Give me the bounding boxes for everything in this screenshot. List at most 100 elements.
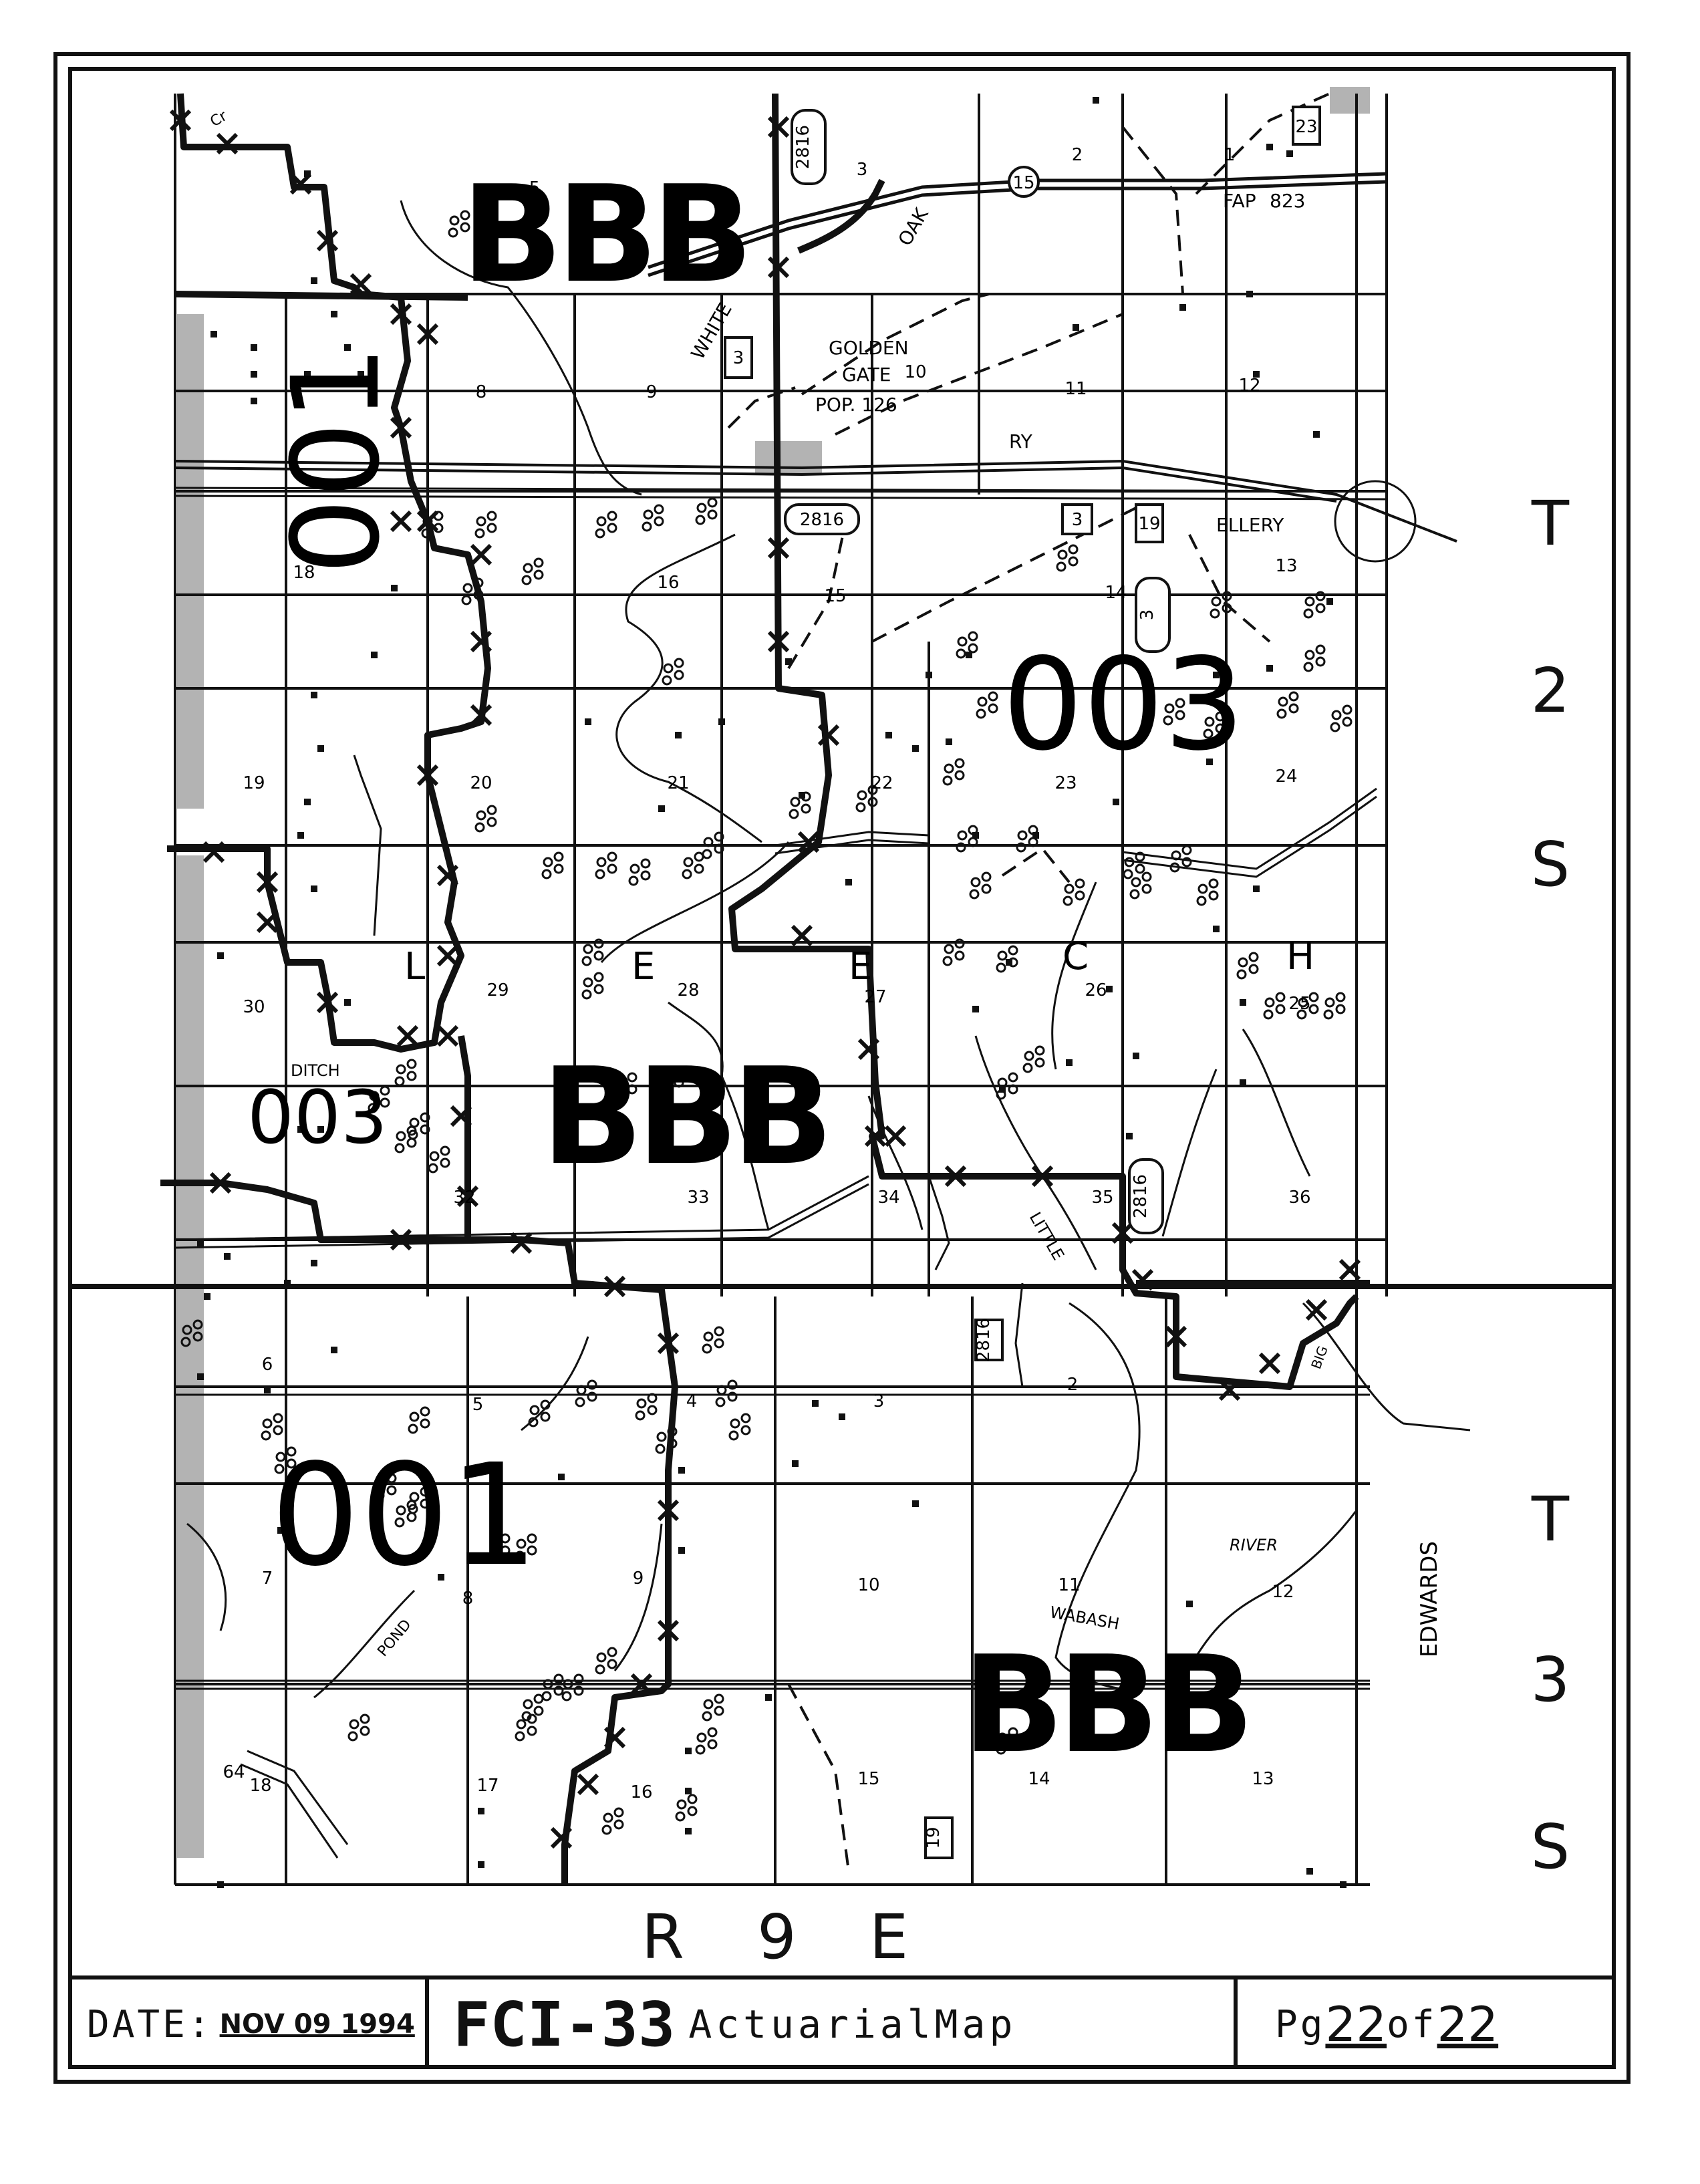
section-number-t3s: 18: [249, 1776, 271, 1796]
building-marker: [966, 652, 972, 658]
building-marker: [1133, 1053, 1139, 1059]
farmstead-marker: [957, 830, 968, 841]
farmstead-marker: [715, 1397, 726, 1407]
farmstead-marker: [429, 1151, 440, 1162]
building-marker: [251, 371, 257, 378]
boundary-x-mark: [390, 303, 412, 325]
farmstead-marker: [275, 1452, 286, 1462]
farmstead-marker: [647, 1393, 658, 1403]
section-number-t3s: 5: [472, 1395, 484, 1415]
farmstead-marker: [1064, 883, 1075, 894]
farmstead-marker: [662, 675, 672, 686]
building-marker: [926, 672, 932, 678]
boundary-x-mark: [767, 256, 790, 279]
farmstead-marker: [663, 1071, 674, 1081]
farmstead-marker: [1197, 883, 1208, 894]
farmstead-marker: [543, 1679, 553, 1689]
creek-label: Cr: [208, 108, 231, 130]
building-marker: [1213, 672, 1220, 678]
farmstead-marker: [396, 1131, 406, 1141]
farmstead-marker: [954, 758, 965, 769]
building-marker: [1186, 1601, 1193, 1607]
range-label: R 9 E: [642, 1901, 936, 1973]
section-number-t2s: 19: [243, 773, 265, 793]
farmstead-marker: [954, 938, 965, 949]
farmstead-marker: [674, 1065, 684, 1076]
farmstead-marker: [683, 857, 694, 867]
farmstead-marker: [448, 227, 458, 238]
farmstead-marker: [192, 1319, 203, 1330]
farmstead-marker: [1304, 596, 1315, 607]
building-marker: [1326, 598, 1333, 605]
building-marker: [391, 585, 398, 591]
farmstead-marker: [1131, 877, 1141, 888]
farmstead-marker: [587, 1379, 597, 1390]
building-marker: [839, 1413, 845, 1420]
stipple-edges: [177, 87, 1370, 1858]
farmstead-marker: [1181, 857, 1192, 867]
farmstead-marker: [1315, 591, 1326, 601]
boundary-x-mark: [767, 116, 790, 138]
section-number-t2s: 18: [293, 563, 315, 583]
building-marker: [1306, 1868, 1313, 1875]
farmstead-marker: [553, 1673, 564, 1684]
highway-15: [648, 172, 1387, 277]
farmstead-marker: [406, 1125, 417, 1136]
farmstead-marker: [1215, 711, 1226, 722]
farmstead-marker: [1215, 723, 1226, 734]
farmstead-marker: [374, 1490, 385, 1501]
farmstead-marker: [997, 1732, 1008, 1743]
farmstead-marker: [593, 950, 604, 961]
farmstead-marker: [707, 497, 718, 508]
farmstead-marker: [449, 215, 460, 226]
boundary-x-mark: [884, 1125, 907, 1147]
route-2816-north-label: 2816: [793, 125, 813, 169]
farmstead-marker: [1075, 878, 1085, 889]
farmstead-marker: [702, 1343, 712, 1354]
farmstead-marker: [1278, 696, 1288, 707]
township-t2s-2: 2: [1530, 655, 1570, 726]
farmstead-marker: [440, 1145, 450, 1156]
zone-codes: BBB BBB BBB 003 003 001 001: [247, 157, 1254, 1783]
building-marker: [1240, 999, 1246, 1006]
farmstead-marker: [1056, 561, 1067, 572]
farmstead-marker: [583, 977, 593, 988]
farmstead-marker: [675, 1811, 686, 1822]
farmstead-marker: [607, 1659, 617, 1669]
farmstead-marker: [647, 1405, 658, 1415]
farmstead-marker: [682, 869, 692, 879]
section-number-t2s: 14: [1105, 583, 1127, 603]
dashed-roads: [727, 92, 1330, 1872]
letter-e-1: E: [631, 945, 655, 988]
boundary-x-mark: [390, 416, 412, 439]
building-marker: [678, 1467, 685, 1474]
farmstead-marker: [714, 831, 724, 842]
farmstead-marker: [274, 1464, 285, 1474]
farmstead-marker: [957, 636, 968, 647]
farmstead-marker: [694, 851, 704, 862]
building-marker: [1006, 959, 1012, 966]
little-label: LITTLE: [1026, 1209, 1068, 1263]
zone-003-west: 003: [247, 1075, 388, 1160]
farmstead-marker: [696, 503, 707, 513]
boundary-x-mark: [349, 273, 372, 295]
farmstead-marker: [595, 1664, 605, 1675]
farmstead-marker: [1164, 703, 1175, 714]
farmstead-marker: [702, 1711, 712, 1722]
population-label: POP. 126: [815, 394, 897, 416]
building-marker: [1032, 832, 1039, 839]
farmstead-marker: [944, 763, 954, 774]
farmstead-marker: [1303, 608, 1314, 619]
farmstead-marker: [740, 1413, 751, 1423]
boundary-x-mark: [256, 871, 279, 894]
zone-bbb-center: BBB: [541, 1039, 827, 1195]
farmstead-marker: [676, 1799, 687, 1810]
farmstead-marker: [593, 972, 604, 982]
building-marker: [765, 1694, 772, 1701]
section-number-t2s: 24: [1275, 767, 1297, 787]
farmstead-marker: [867, 797, 878, 807]
zone-001-vertical: 001: [267, 345, 406, 575]
farmstead-marker: [500, 1533, 511, 1544]
farmstead-marker: [349, 1719, 360, 1730]
